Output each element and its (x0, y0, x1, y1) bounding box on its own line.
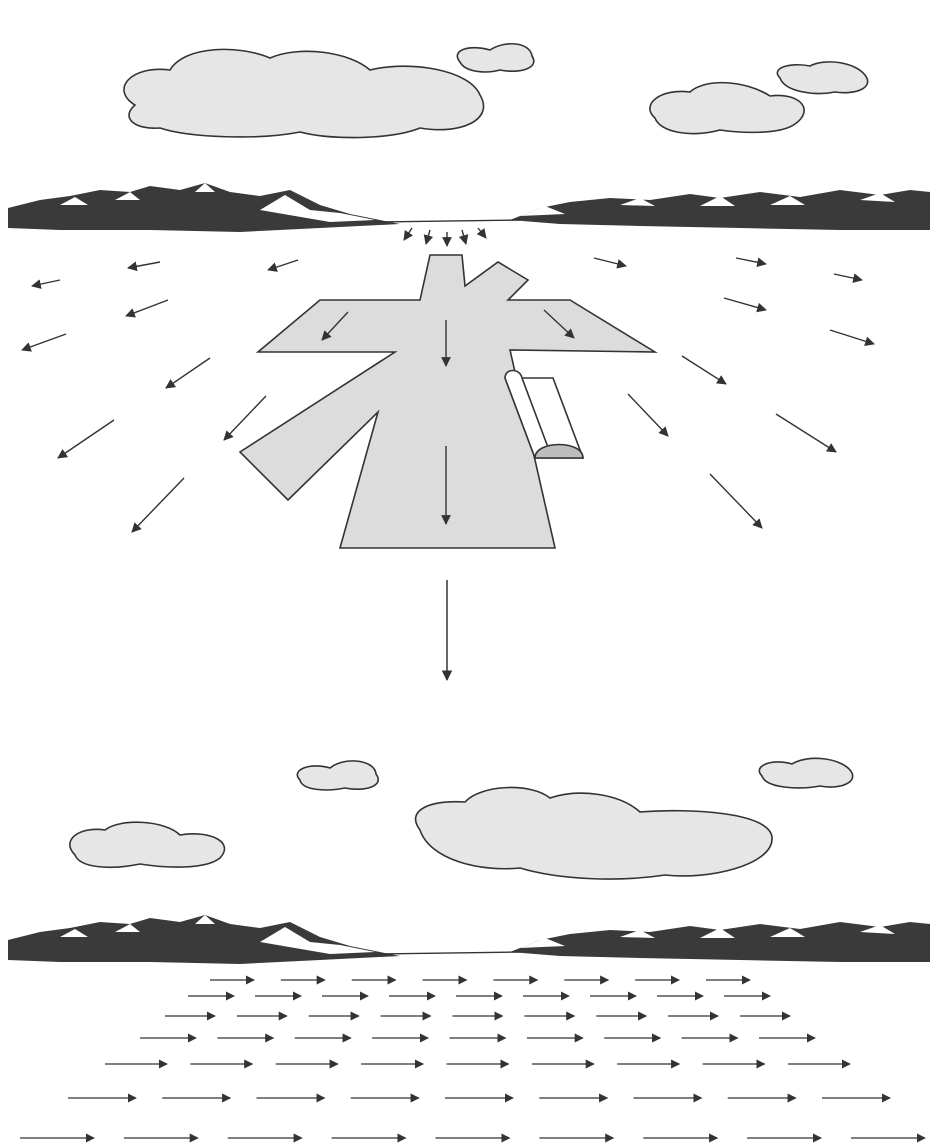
flow-arrow (462, 230, 466, 244)
cloud-small-center (457, 44, 533, 72)
flow-arrow (628, 394, 668, 436)
cloud-large-left (124, 49, 484, 137)
flow-arrow (128, 262, 160, 268)
cloud-small-right (759, 758, 852, 788)
flow-arrow (404, 228, 412, 240)
cloud-far-right (777, 62, 867, 94)
bottom-panel-scene (0, 740, 930, 1147)
flow-arrow (724, 298, 766, 310)
flow-arrow (594, 258, 626, 266)
transition-arrow (420, 575, 480, 695)
flow-arrow (478, 228, 486, 238)
flow-arrow (58, 420, 114, 458)
flow-arrow (426, 230, 430, 244)
mountain-range-right-bottom (510, 922, 930, 962)
flow-arrow (710, 474, 762, 528)
flow-arrow (834, 274, 862, 280)
flow-arrow (736, 258, 766, 264)
flow-arrow (32, 280, 60, 286)
transition-arrow-svg (420, 575, 480, 695)
flow-arrow (166, 358, 210, 388)
top-panel-scene (0, 0, 930, 570)
flow-arrow (22, 334, 66, 350)
uniform-flow-arrows (20, 980, 925, 1138)
mountain-range-left-bottom (8, 915, 400, 964)
horizon-line-bottom (380, 952, 520, 954)
horizon-line (380, 220, 520, 222)
central-landform (240, 255, 655, 548)
cloud-left (70, 822, 225, 867)
mountain-range-right (510, 190, 930, 230)
flow-arrow (682, 356, 726, 384)
flow-arrow (830, 330, 874, 344)
top-scene-svg (0, 0, 930, 570)
flow-arrow (132, 478, 184, 532)
flow-arrow (776, 414, 836, 452)
cloud-large-center (416, 787, 773, 879)
bottom-scene-svg (0, 740, 930, 1147)
mountain-range-left (8, 183, 400, 232)
cloud-small-left (297, 761, 378, 790)
flow-arrow (224, 396, 266, 440)
cloud-right (650, 83, 804, 134)
flow-arrow (126, 300, 168, 316)
flow-arrow (268, 260, 298, 270)
